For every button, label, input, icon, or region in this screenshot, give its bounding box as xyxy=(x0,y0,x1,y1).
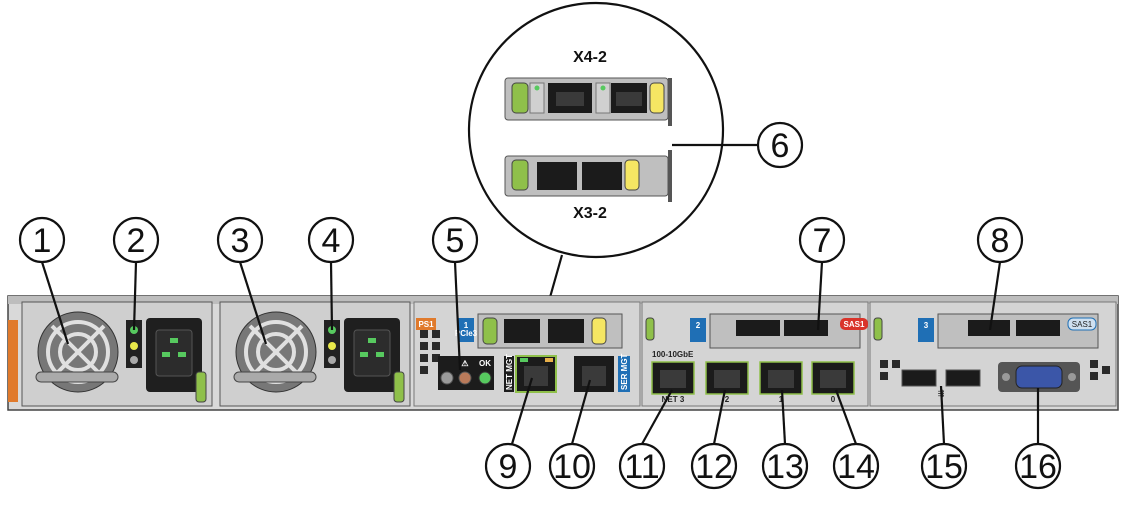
callout-5: 5 xyxy=(431,216,479,264)
center-section: PS1 ⚠ OK 1 PCIe3 NET MGT SER MGT xyxy=(413,301,641,407)
callout-16-number: 16 xyxy=(1019,448,1057,486)
slot2-sas1-tag xyxy=(840,318,868,330)
usb-port-1[interactable] xyxy=(945,369,981,387)
slot2-badge xyxy=(690,318,706,342)
slot3-number: 3 xyxy=(924,321,929,330)
psu0-latch xyxy=(195,371,207,403)
slot2-number: 2 xyxy=(696,321,701,330)
slot1-number: 1 xyxy=(464,321,469,330)
net0-label: 0 xyxy=(831,395,836,404)
slot3-sas1-tag xyxy=(1067,317,1097,331)
callout-7: 7 xyxy=(798,216,846,264)
callout-2: 2 xyxy=(112,216,160,264)
callout-2-number: 2 xyxy=(127,222,146,260)
x3-net0-tab xyxy=(511,159,529,191)
slot2-latch xyxy=(645,317,655,341)
x4-2-card xyxy=(504,77,672,126)
network-section: 2 SAS1 100-10GbE NET 3 2 1 0 xyxy=(641,301,869,407)
vga-port[interactable] xyxy=(1015,365,1063,389)
warning-icon: ⚠ xyxy=(461,359,468,368)
slot3-badge xyxy=(918,318,934,342)
ps1-label: PS1 xyxy=(418,320,434,329)
zoom-detail: X4-2 X3-2 xyxy=(467,1,758,316)
ser-mgt-label: SER MGT xyxy=(620,353,629,390)
io-section: 3 SAS1 ⇶ xyxy=(869,301,1117,407)
callout-6-number: 6 xyxy=(771,127,790,165)
slot3-port-a xyxy=(968,320,1010,336)
ser-mgt-label-bg xyxy=(618,356,630,392)
callout-8: 8 xyxy=(976,216,1024,264)
x3-port-b xyxy=(582,162,622,190)
net-mgt-label: NET MGT xyxy=(505,354,514,390)
callout-12: 12 xyxy=(690,442,738,490)
callout-14: 14 xyxy=(832,442,880,490)
callout-4-number: 4 xyxy=(322,222,341,260)
callout-3-number: 3 xyxy=(231,222,250,260)
slot1-net1-tab xyxy=(591,317,607,345)
ok-led xyxy=(478,371,492,385)
callout-11: 11 xyxy=(618,442,666,490)
x3-net1-tab xyxy=(624,159,640,191)
slot1-gen: PCIe3 xyxy=(455,329,478,338)
slot3-sas1-label: SAS1 xyxy=(1072,320,1093,329)
power-supply-1 xyxy=(219,301,411,407)
leader-lines xyxy=(40,261,1040,445)
vent-pattern-left xyxy=(420,330,440,374)
callout-9-number: 9 xyxy=(499,448,518,486)
x3-2-label: X3-2 xyxy=(573,205,607,222)
callout-14-number: 14 xyxy=(837,448,875,486)
net2-label: 2 xyxy=(725,395,730,404)
callout-11-number: 11 xyxy=(624,448,659,486)
vent-pattern-right xyxy=(880,360,1110,380)
psu1-handle xyxy=(233,371,317,383)
locator-button[interactable] xyxy=(440,371,454,385)
ok-icon: OK xyxy=(479,359,491,368)
ps1-badge xyxy=(416,318,436,330)
x4-net0-tab xyxy=(511,82,529,114)
psu1-latch xyxy=(393,371,405,403)
slot1-port-b xyxy=(548,319,584,343)
callout-16: 16 xyxy=(1014,442,1062,490)
slot3-latch xyxy=(873,317,883,341)
x4-led-strip xyxy=(529,82,545,114)
callout-4: 4 xyxy=(307,216,355,264)
callout-10: 10 xyxy=(548,442,596,490)
x3-port-a xyxy=(537,162,577,190)
callout-8-number: 8 xyxy=(991,222,1010,260)
slot1-badge xyxy=(458,318,474,342)
callout-7-number: 7 xyxy=(813,222,832,260)
callout-13: 13 xyxy=(761,442,809,490)
callout-5-number: 5 xyxy=(446,222,465,260)
callout-1-number: 1 xyxy=(33,222,52,260)
slot1-net0-tab xyxy=(482,317,498,345)
callout-13-number: 13 xyxy=(766,448,804,486)
callout-9: 9 xyxy=(484,442,532,490)
slot2-port-b xyxy=(784,320,828,336)
net-speed-label: 100-10GbE xyxy=(652,350,694,359)
x3-2-card xyxy=(504,150,672,202)
slot2-sas1-label: SAS1 xyxy=(844,320,865,329)
net3-label: NET 3 xyxy=(662,395,685,404)
callout-12-number: 12 xyxy=(695,448,733,486)
net1-label: 1 xyxy=(779,395,784,404)
callout-15: 15 xyxy=(920,442,968,490)
callout-3: 3 xyxy=(216,216,264,264)
psu0-handle xyxy=(35,371,119,383)
slot3-port-b xyxy=(1016,320,1060,336)
slot2-port-a xyxy=(736,320,780,336)
callout-15-number: 15 xyxy=(925,448,963,486)
callout-6: 6 xyxy=(756,121,804,169)
x4-2-label: X4-2 xyxy=(573,49,607,66)
service-led xyxy=(458,371,472,385)
slot1-port-a xyxy=(504,319,540,343)
chassis-left-handle xyxy=(8,320,18,402)
net-mgt-label-bg xyxy=(504,356,514,392)
usb-port-0[interactable] xyxy=(901,369,937,387)
callout-10-number: 10 xyxy=(553,448,591,486)
power-supply-0 xyxy=(21,301,213,407)
callout-1: 1 xyxy=(18,216,66,264)
x4-net1-tab xyxy=(649,82,665,114)
